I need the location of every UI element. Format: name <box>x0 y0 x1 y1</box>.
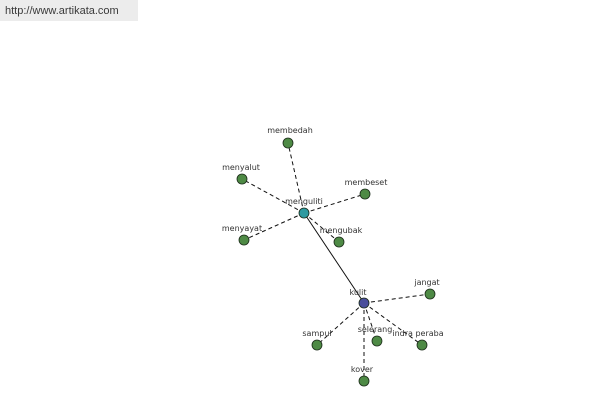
node-label-jangat: jangat <box>413 278 439 287</box>
source-url: http://www.artikata.com <box>5 5 119 17</box>
node-marker-jangat[interactable] <box>424 288 436 300</box>
node-label-indra_peraba: indra peraba <box>392 329 443 338</box>
edge-menguliti-kulit <box>303 212 365 304</box>
edge-menguliti-menyayat <box>243 212 305 241</box>
node-label-membedah: membedah <box>267 126 313 135</box>
node-selerang[interactable]: selerang <box>358 325 393 347</box>
node-label-menguliti: menguliti <box>285 197 323 206</box>
edge-kulit-jangat <box>363 293 431 304</box>
node-marker-membedah[interactable] <box>282 137 294 149</box>
node-marker-menyalut[interactable] <box>236 173 248 185</box>
node-marker-sampul[interactable] <box>311 339 323 351</box>
node-marker-selerang[interactable] <box>371 335 383 347</box>
node-marker-menyayat[interactable] <box>238 234 250 246</box>
node-kulit[interactable]: kulit <box>349 288 370 309</box>
node-marker-kulit[interactable] <box>358 297 370 309</box>
edge-menguliti-membeset <box>303 193 366 214</box>
node-menyalut[interactable]: menyalut <box>222 163 260 185</box>
node-label-menyalut: menyalut <box>222 163 260 172</box>
node-menyayat[interactable]: menyayat <box>222 224 262 246</box>
edge-menguliti-menyalut <box>241 178 305 214</box>
node-label-menyayat: menyayat <box>222 224 262 233</box>
edge-menguliti-mengubak <box>303 212 340 243</box>
node-marker-kover[interactable] <box>358 375 370 387</box>
node-label-selerang: selerang <box>358 325 393 334</box>
node-kover[interactable]: kover <box>351 365 374 387</box>
source-url-banner: http://www.artikata.com <box>0 0 138 21</box>
edge-kulit-sampul <box>316 302 365 346</box>
edge-kulit-selerang <box>363 302 378 342</box>
edge-menguliti-membedah <box>287 142 305 214</box>
node-sampul[interactable]: sampul <box>302 329 332 351</box>
node-marker-mengubak[interactable] <box>333 236 345 248</box>
node-menguliti[interactable]: menguliti <box>285 197 323 219</box>
edges-layer <box>241 142 431 381</box>
node-label-kover: kover <box>351 365 374 374</box>
node-label-mengubak: mengubak <box>320 226 363 235</box>
node-jangat[interactable]: jangat <box>413 278 440 300</box>
node-label-membeset: membeset <box>345 178 388 187</box>
node-membedah[interactable]: membedah <box>267 126 313 149</box>
node-indra_peraba[interactable]: indra peraba <box>392 329 444 351</box>
node-marker-indra_peraba[interactable] <box>416 339 428 351</box>
nodes-layer: menguliti kulit membedah menyalut membeset me… <box>222 126 444 387</box>
node-marker-membeset[interactable] <box>359 188 371 200</box>
node-marker-menguliti[interactable] <box>298 207 310 219</box>
node-label-sampul: sampul <box>302 329 331 338</box>
edge-kulit-indra_peraba <box>363 302 423 346</box>
node-label-kulit: kulit <box>349 288 366 297</box>
node-mengubak[interactable]: mengubak <box>320 226 363 248</box>
node-membeset[interactable]: membeset <box>345 178 388 200</box>
